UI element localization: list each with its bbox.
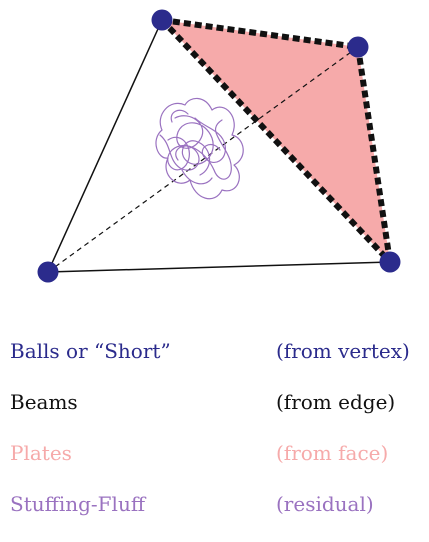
beam-diagonal: [159, 17, 393, 265]
vertex-ball-right-bottom: [379, 251, 401, 273]
tetrahedron-diagram: [37, 9, 401, 283]
beam-right: [355, 46, 393, 263]
legend-term-balls: Balls or “Short”: [10, 339, 171, 363]
edge-top-left: [47, 19, 163, 273]
legend-source-stuffing: (residual): [276, 492, 374, 516]
legend-source-plates: (from face): [276, 441, 389, 465]
edge-hidden: [47, 46, 359, 273]
legend-row-stuffing: Stuffing-Fluff (residual): [10, 491, 429, 542]
legend: Balls or “Short” (from vertex) Beams (fr…: [10, 338, 429, 542]
legend-row-balls: Balls or “Short” (from vertex): [10, 338, 429, 389]
legend-row-beams: Beams (from edge): [10, 389, 429, 440]
legend-term-stuffing: Stuffing-Fluff: [10, 492, 146, 516]
edge-bottom: [47, 261, 391, 273]
vertex-ball-top: [151, 9, 173, 31]
legend-term-plates: Plates: [10, 441, 72, 465]
vertex-ball-right-top: [347, 36, 369, 58]
legend-source-beams: (from edge): [276, 390, 396, 414]
legend-term-beams: Beams: [10, 390, 78, 414]
stuffing-fluff: [155, 97, 244, 200]
legend-row-plates: Plates (from face): [10, 440, 429, 491]
legend-source-balls: (from vertex): [276, 339, 410, 363]
vertex-ball-left: [37, 261, 59, 283]
